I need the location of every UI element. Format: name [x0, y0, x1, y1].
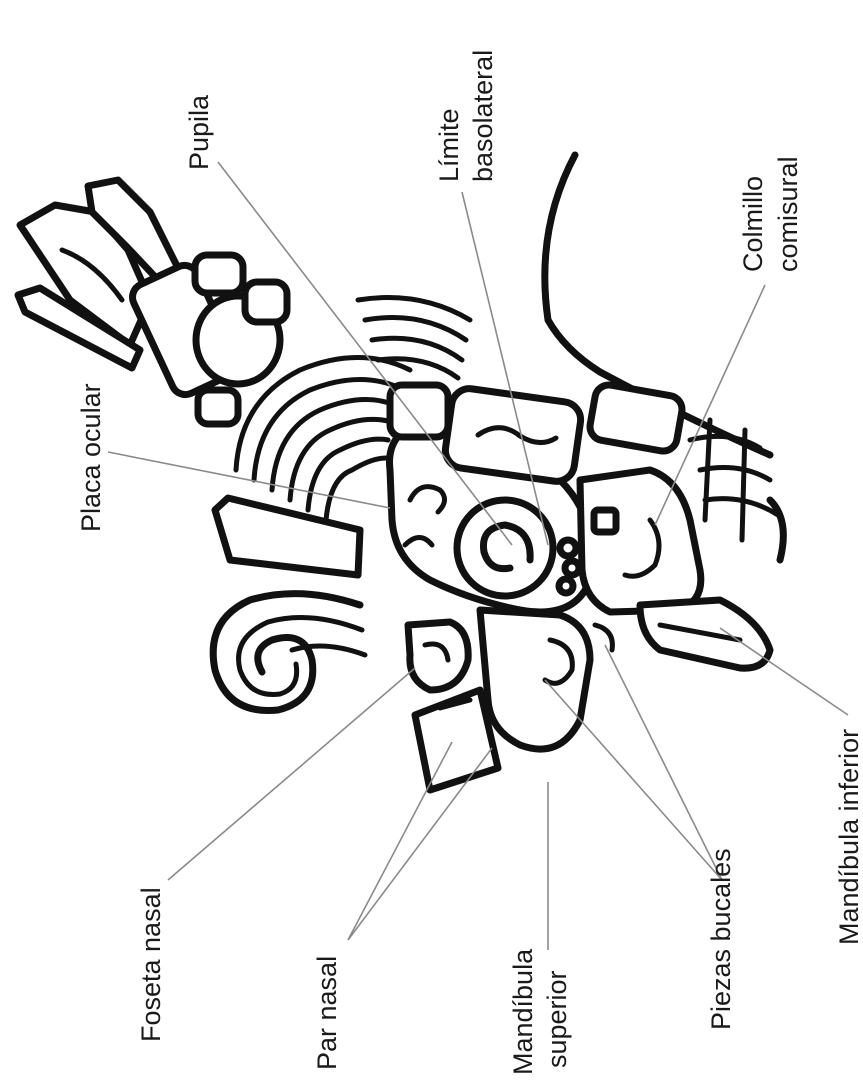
upper-jaw [480, 610, 590, 749]
nose-pit [408, 622, 468, 690]
clasp-bead-top [195, 255, 243, 293]
brow-block-right [588, 383, 684, 453]
leader-piezas-1 [545, 680, 722, 880]
leader-mandibula-inf [720, 628, 848, 715]
label-colmillo-line2: comisural [773, 156, 803, 272]
snout [580, 470, 701, 612]
label-pupila: Pupila [184, 94, 214, 170]
label-placa-ocular: Placa ocular [76, 383, 106, 532]
label-mandibula-inferior: Mandíbula inferior [834, 729, 863, 945]
bead-3 [559, 579, 573, 593]
label-mandibula-superior-line1: Mandíbula [508, 948, 538, 1075]
bead-2 [565, 561, 579, 575]
brow-block-left [390, 385, 448, 437]
leader-par-2 [348, 748, 492, 940]
label-limite-line1: Límite [434, 108, 464, 182]
label-limite-line2: basolateral [468, 50, 498, 182]
label-piezas-bucales: Piezas bucales [706, 848, 736, 1030]
left-slab [215, 498, 360, 575]
label-mandibula-superior-line2: superior [542, 970, 572, 1068]
clasp-bead-bottom [198, 390, 238, 424]
spiral-volute [213, 594, 365, 711]
mouth-teeth-curl-2 [595, 625, 612, 650]
leader-par-1 [348, 742, 452, 940]
label-par-nasal: Par nasal [312, 956, 342, 1070]
eye-ring [457, 500, 553, 596]
leader-piezas-2 [605, 645, 722, 880]
body-scales [690, 420, 783, 560]
label-foseta-nasal: Foseta nasal [136, 887, 166, 1042]
bead-1 [560, 540, 576, 556]
label-colmillo-line1: Colmillo [738, 176, 768, 272]
clasp-bead-right [245, 282, 287, 322]
serpent-head-drawing [18, 155, 783, 790]
leader-foseta [168, 668, 415, 880]
snout-square [594, 510, 616, 532]
